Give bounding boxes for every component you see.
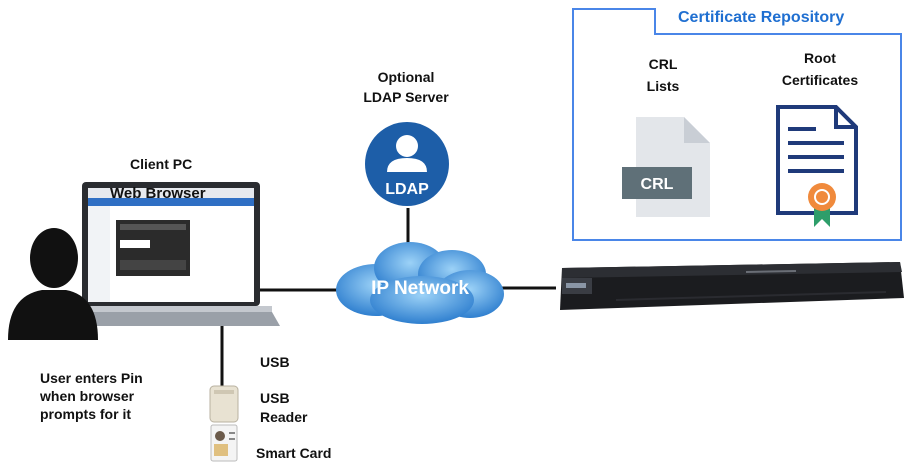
user-caption-line3: prompts for it xyxy=(40,406,131,422)
user-caption-line1: User enters Pin xyxy=(40,370,143,386)
ldap-label-line1: Optional xyxy=(377,69,435,85)
certificate-repository-title: Certificate Repository xyxy=(678,9,845,26)
certificate-repository-panel xyxy=(572,33,902,241)
user-caption-line2: when browser xyxy=(40,388,135,404)
usb-label: USB xyxy=(260,354,290,370)
ip-network-label: IP Network xyxy=(371,278,469,299)
root-label-line1: Root xyxy=(804,50,836,66)
crl-lists-label: CRL Lists xyxy=(628,55,698,95)
crl-label-line1: CRL xyxy=(648,56,678,72)
client-pc-label: Client PC xyxy=(130,156,193,172)
crl-label-line2: Lists xyxy=(646,78,680,94)
smart-card-label: Smart Card xyxy=(256,445,332,461)
crl-file-icon: CRL xyxy=(622,117,710,217)
ldap-server-icon: LDAP xyxy=(365,122,449,206)
crl-file-text: CRL xyxy=(641,176,674,193)
root-certificates-label: Root Certificates xyxy=(770,49,870,89)
usb-reader-label: USB Reader xyxy=(260,389,307,427)
laptop-icon xyxy=(70,182,280,326)
web-browser-label: Web Browser xyxy=(110,185,206,202)
ldap-badge-text: LDAP xyxy=(385,181,429,198)
root-label-line2: Certificates xyxy=(781,72,859,88)
usb-reader-icon xyxy=(209,385,239,423)
kvm-appliance xyxy=(560,262,904,310)
root-certificate-icon xyxy=(776,105,858,227)
usb-reader-line2: Reader xyxy=(260,409,308,425)
user-caption: User enters Pin when browser prompts for… xyxy=(40,369,143,423)
user-silhouette-icon xyxy=(8,228,98,340)
ldap-server-label: Optional LDAP Server xyxy=(346,68,466,106)
usb-reader-line1: USB xyxy=(260,390,290,406)
ldap-label-line2: LDAP Server xyxy=(363,89,449,105)
smart-card-icon xyxy=(210,424,238,462)
ip-network-cloud: IP Network xyxy=(336,242,504,324)
certificate-repository-tab xyxy=(572,8,656,35)
